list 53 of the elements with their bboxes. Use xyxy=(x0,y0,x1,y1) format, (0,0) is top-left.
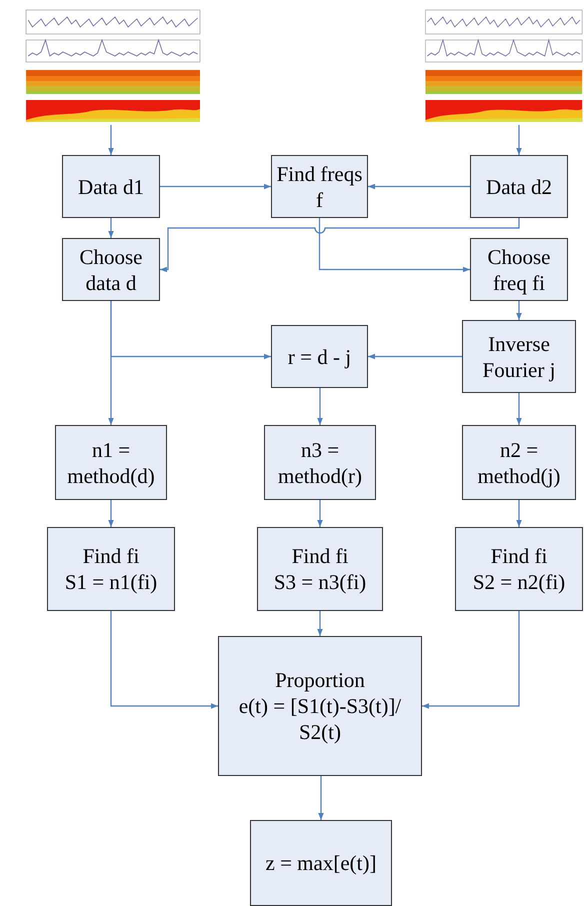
box-text: z = max[e(t)] xyxy=(266,850,376,876)
arrow xyxy=(516,125,522,155)
box-text: e(t) = [S1(t)-S3(t)]/ S2(t) xyxy=(238,693,402,745)
arrow xyxy=(516,393,522,425)
box-text: Data d1 xyxy=(78,174,144,200)
arrow xyxy=(108,500,114,527)
arrow xyxy=(160,184,271,190)
arrow xyxy=(160,218,520,272)
process-box xyxy=(250,820,392,906)
arrow xyxy=(108,218,114,238)
arrow xyxy=(516,301,522,320)
process-box xyxy=(264,425,376,500)
box-text: r = d - j xyxy=(288,344,352,370)
box-text: Find freqs f xyxy=(276,160,363,212)
process-box xyxy=(271,155,368,218)
process-box xyxy=(62,155,160,218)
arrow xyxy=(368,184,470,190)
box-text: Choose data d xyxy=(78,244,144,296)
process-box xyxy=(462,320,576,393)
process-box xyxy=(470,155,568,218)
arrow xyxy=(318,218,470,272)
arrow xyxy=(318,776,324,820)
box-text: Proportion xyxy=(275,667,365,693)
arrow xyxy=(368,354,462,360)
process-box xyxy=(62,238,160,301)
box-text: Choose freq fi xyxy=(486,244,552,296)
box-text: n2 = method(j) xyxy=(476,436,562,488)
arrow xyxy=(516,500,522,527)
box-text: S2 = n2(fi) xyxy=(472,569,566,595)
box-text: S1 = n1(fi) xyxy=(64,569,158,595)
box-text: Find fi xyxy=(490,543,548,569)
box-text: Data d2 xyxy=(486,174,552,200)
box-text: Find fi xyxy=(292,543,348,569)
arrow xyxy=(317,388,323,425)
process-box xyxy=(455,527,583,611)
process-box xyxy=(47,527,175,611)
arrow xyxy=(317,611,323,636)
arrow xyxy=(108,125,114,155)
process-box xyxy=(470,238,568,301)
process-box xyxy=(462,425,576,500)
process-box xyxy=(257,527,383,611)
arrow xyxy=(317,500,323,527)
arrow xyxy=(110,611,218,709)
box-text: n3 = method(r) xyxy=(277,436,363,488)
process-box xyxy=(271,325,368,388)
process-box xyxy=(218,636,422,776)
box-text: S3 = n3(fi) xyxy=(274,569,366,595)
box-text: n1 = method(d) xyxy=(66,436,156,488)
arrow xyxy=(110,301,271,360)
box-text: Find fi xyxy=(82,543,140,569)
process-box xyxy=(55,425,167,500)
box-text: Inverse Fourier j xyxy=(482,330,556,382)
arrow xyxy=(422,611,520,709)
